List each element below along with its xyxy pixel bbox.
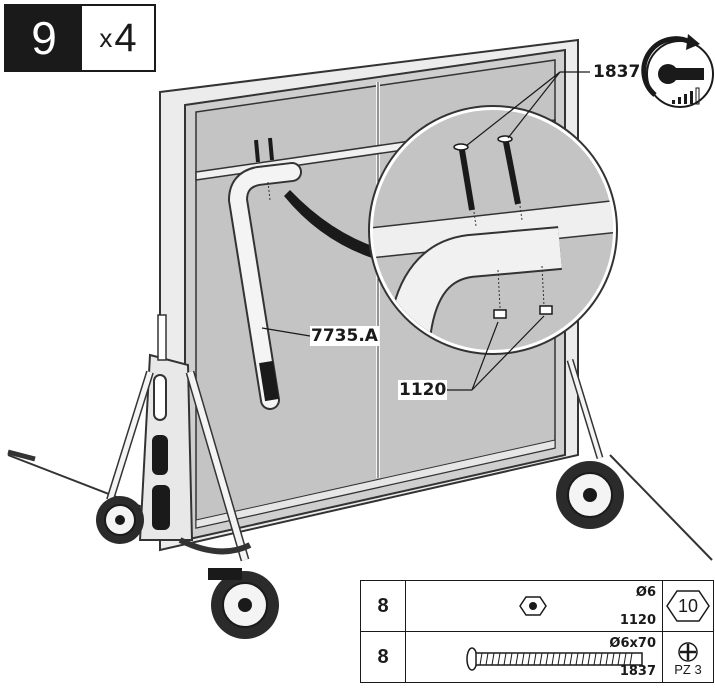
screw-1837-detail xyxy=(453,135,521,211)
support-bar-right xyxy=(609,454,713,561)
wheel-left-front xyxy=(208,568,279,639)
phillips-bit-icon xyxy=(678,642,698,662)
hardware-row-nut: 8 Ø6 1120 10 xyxy=(360,580,714,632)
callout-1120: 1120 xyxy=(398,380,448,400)
nut-icon xyxy=(519,596,547,616)
hardware-table: 8 Ø6 1120 10 8 xyxy=(360,580,714,683)
hex-wrench-icon xyxy=(666,590,710,622)
callout-7735A: 7735.A xyxy=(310,326,379,346)
hardware-row-screw: 8 xyxy=(360,631,714,683)
wrench-size-cell: 10 xyxy=(662,580,714,632)
dim-nut: Ø6 xyxy=(635,585,656,600)
wheel-right xyxy=(556,461,624,529)
bit-cell: PZ 3 xyxy=(662,631,714,683)
step-number: 9 xyxy=(6,6,82,70)
dim-screw: Ø6x70 xyxy=(609,636,656,651)
ref-nut: 1120 xyxy=(619,613,656,628)
screwdriver-rotate-icon xyxy=(641,34,714,108)
screw-icon xyxy=(466,647,643,671)
callout-1837: 1837 xyxy=(592,62,642,82)
part-cell-nut: Ø6 1120 xyxy=(405,580,663,632)
multiplier-count: 4 xyxy=(114,15,137,60)
multiplier-x: x xyxy=(99,22,113,53)
qty-nut: 8 xyxy=(360,580,406,632)
bit-size: PZ 3 xyxy=(674,662,702,677)
wrench-size: 10 xyxy=(677,595,699,616)
qty-screw: 8 xyxy=(360,631,406,683)
nut-1120-detail xyxy=(493,305,553,319)
part-cell-screw: Ø6x70 1837 xyxy=(405,631,663,683)
wheel-left-back xyxy=(96,496,144,544)
leg-frame-left xyxy=(106,314,252,562)
ref-screw: 1837 xyxy=(619,664,656,679)
